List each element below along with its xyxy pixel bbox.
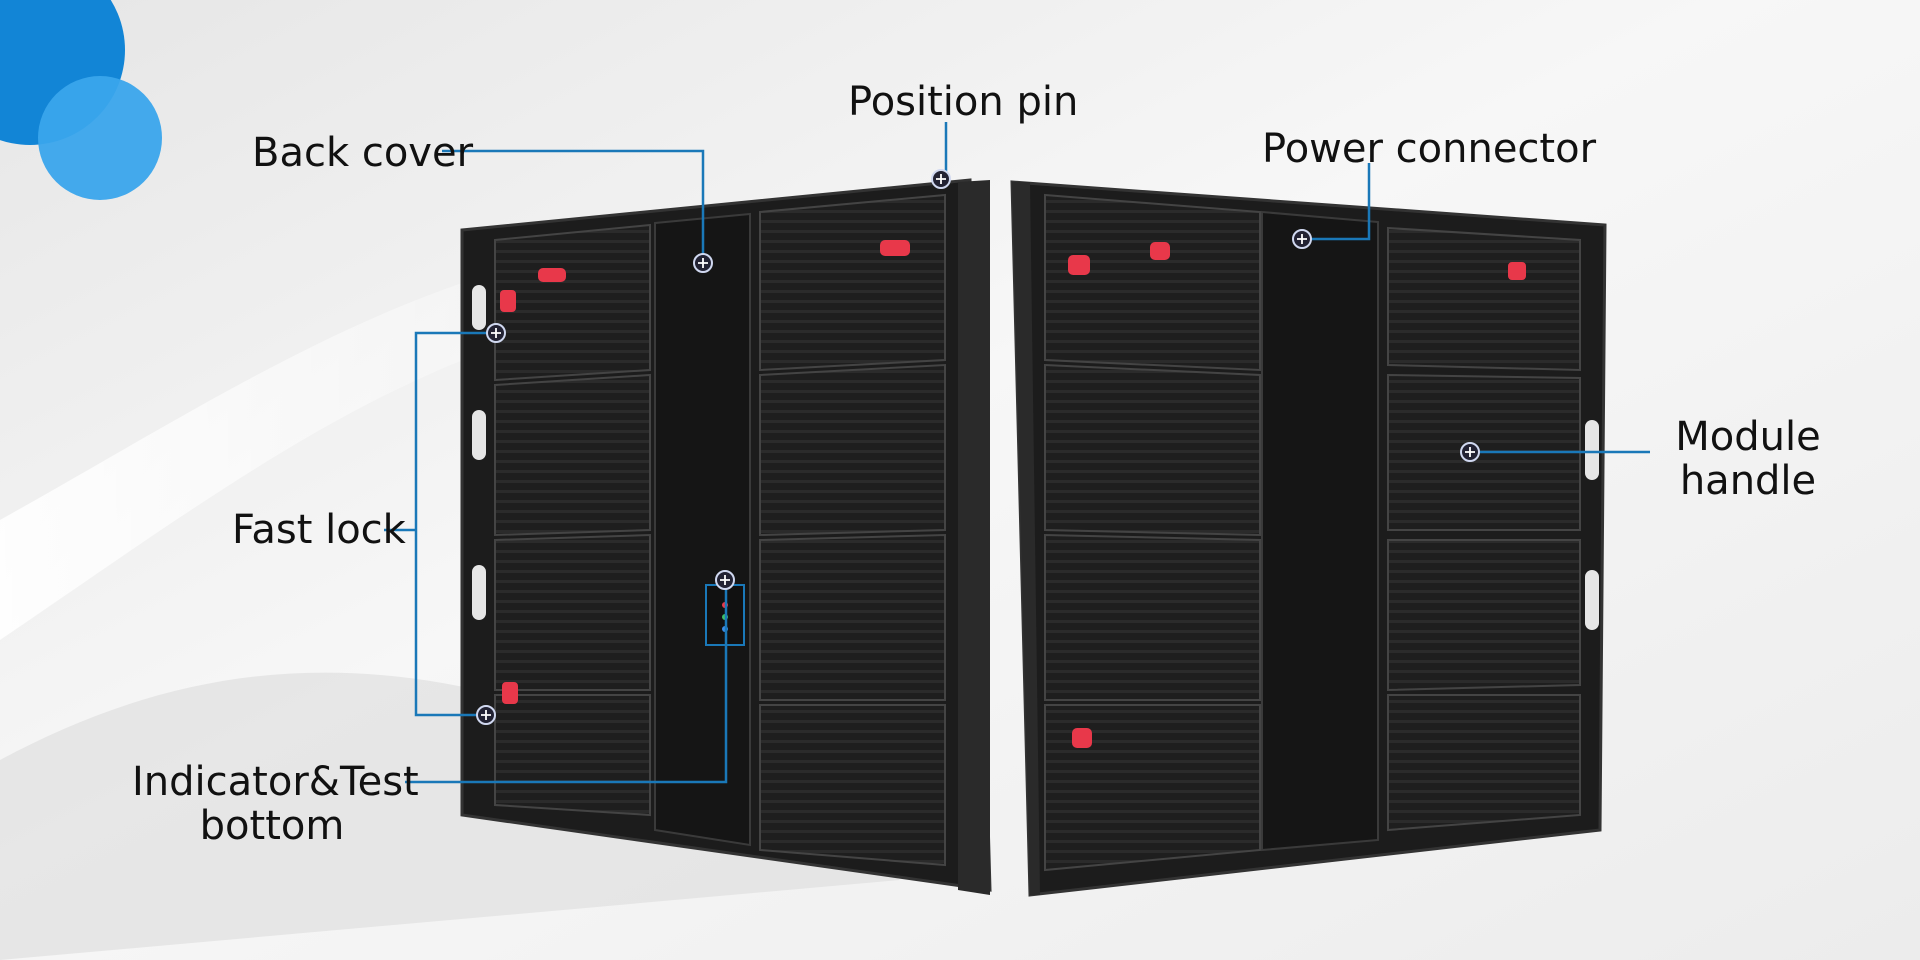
right-cabinet-spine [1261,210,1379,852]
callout-line-power-connector [1302,163,1371,241]
decorative-circle-small [38,76,162,200]
right-cabinet-modules-right [1387,226,1581,832]
left-cabinet-modules-right [759,193,946,867]
left-fast-lock-top [500,290,516,312]
left-cabinet [460,178,992,895]
marker-module-handle [1460,442,1480,462]
label-indicator-line2: bottom [199,803,345,849]
marker-fast-lock-top [486,323,506,343]
label-indicator-line1: Indicator&Test [132,759,419,805]
callout-line-indicator [405,580,728,784]
callout-lines [384,122,1650,784]
left-fast-lock-bottom [502,682,518,704]
left-cabinet-spine [654,212,751,847]
label-fast-lock: Fast lock [232,507,406,553]
marker-back-cover [693,253,713,273]
left-cabinet-modules-left [494,223,651,817]
marker-position-pin [931,169,951,189]
label-back-cover: Back cover [252,130,474,176]
right-cabinet [1010,180,1607,897]
right-cabinet-modules-left [1044,193,1261,872]
label-module-handle: Module handle [1668,415,1828,503]
marker-fast-lock-bottom [476,705,496,725]
label-position-pin: Position pin [848,79,1079,125]
callout-line-fast-lock [414,331,496,717]
background-swoosh-2 [0,672,900,960]
callout-line-back-cover [442,149,705,263]
label-indicator-test: Indicator&Test bottom [132,759,419,849]
label-power-connector: Power connector [1262,126,1597,172]
marker-indicator [715,570,735,590]
marker-power-connector [1292,229,1312,249]
callout-markers [476,169,1480,725]
label-module-handle-line2: handle [1679,458,1817,504]
label-module-handle-line1: Module [1675,414,1821,460]
